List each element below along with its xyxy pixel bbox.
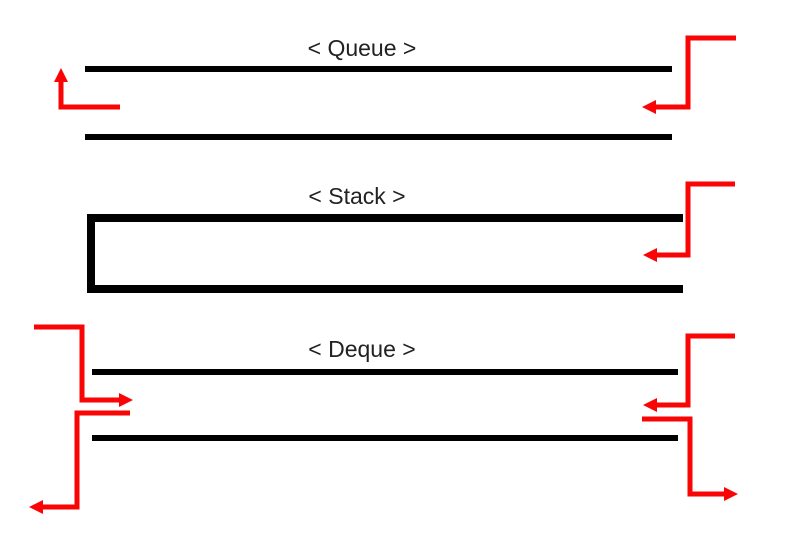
deque-front-insert-arrow	[34, 324, 133, 407]
deque-rear-remove-arrow-line	[642, 416, 724, 497]
deque-rear-insert-arrow	[643, 333, 735, 412]
stack-walls	[87, 214, 683, 293]
queue-enqueue-arrow	[642, 35, 736, 114]
queue-dequeue-arrow-line	[58, 80, 120, 110]
deque-rear-insert-arrowhead-icon	[643, 398, 657, 412]
deque-front-remove-arrow-line	[40, 410, 130, 510]
deque-front-insert-arrowhead-icon	[119, 393, 133, 407]
queue-dequeue-arrowhead-icon	[54, 68, 68, 82]
stack-push-pop-arrow	[643, 181, 735, 262]
deque-front-insert-arrow-line	[34, 324, 122, 403]
stack-push-pop-arrow-line	[654, 181, 735, 258]
queue-dequeue-arrow	[54, 68, 120, 110]
deque-section: < Deque >	[29, 324, 738, 514]
deque-front-remove-arrowhead-icon	[29, 500, 43, 514]
queue-enqueue-arrow-line	[653, 35, 736, 110]
stack-label: < Stack >	[308, 183, 405, 209]
queue-label: < Queue >	[308, 35, 417, 61]
deque-rear-remove-arrowhead-icon	[724, 487, 738, 501]
deque-rear-remove-arrow	[642, 416, 738, 501]
queue-section: < Queue >	[54, 35, 736, 140]
deque-label: < Deque >	[308, 336, 415, 362]
stack-push-pop-arrowhead-icon	[643, 248, 657, 262]
deque-front-remove-arrow	[29, 410, 130, 514]
queue-enqueue-arrowhead-icon	[642, 100, 656, 114]
deque-rear-insert-arrow-line	[654, 333, 735, 408]
stack-section: < Stack >	[87, 181, 735, 293]
